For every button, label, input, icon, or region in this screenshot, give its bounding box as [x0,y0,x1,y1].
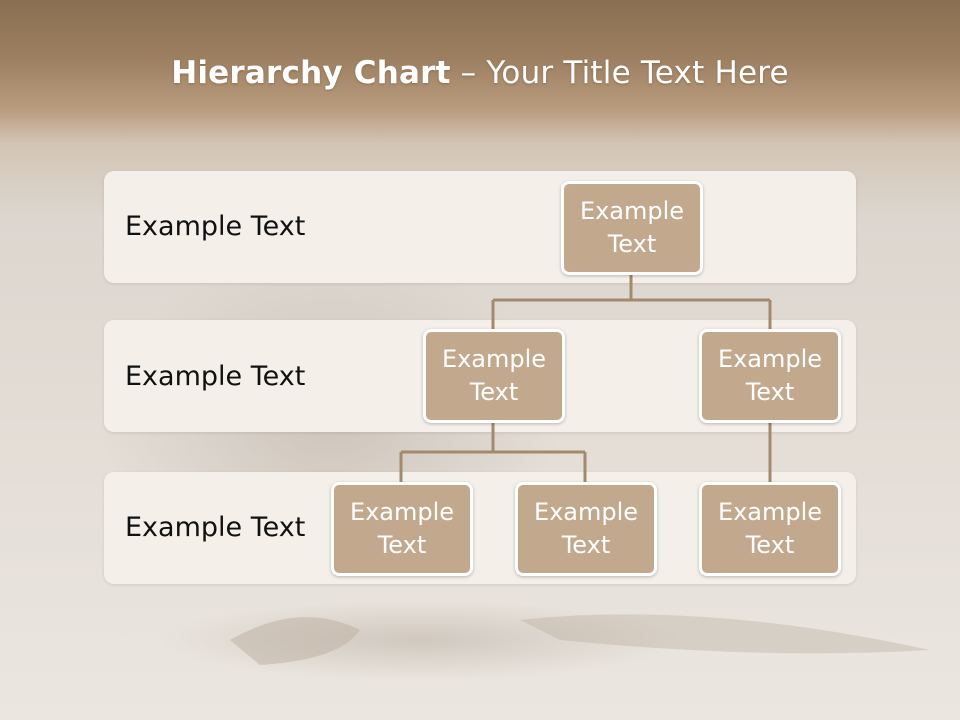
page-title: Hierarchy Chart – Your Title Text Here [0,55,960,91]
node-level3-a[interactable]: Example Text [331,482,473,576]
level-band-1 [104,171,856,283]
node-level3-c[interactable]: Example Text [699,482,841,576]
title-rest: – Your Title Text Here [450,55,789,91]
title-bold: Hierarchy Chart [171,55,451,91]
node-level2-left[interactable]: Example Text [423,329,565,423]
level-label-1: Example Text [125,211,306,242]
level-label-2: Example Text [125,361,306,392]
node-level3-b[interactable]: Example Text [515,482,657,576]
level-label-3: Example Text [125,512,306,543]
node-root[interactable]: Example Text [561,181,703,275]
node-level2-right[interactable]: Example Text [699,329,841,423]
